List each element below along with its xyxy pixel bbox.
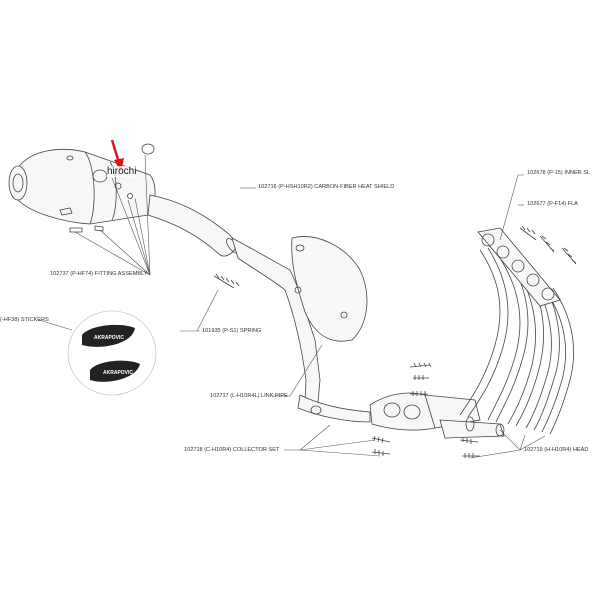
heat-shield xyxy=(291,236,368,342)
label-flange: 102677 (P-F14) FLA xyxy=(527,201,578,207)
label-spring: 101935 (P-S1) SPRING xyxy=(202,328,262,334)
leader-lines xyxy=(38,154,546,459)
collector xyxy=(369,392,505,439)
sticker-logo-bottom: AKRAPOVIC xyxy=(103,370,134,376)
springs xyxy=(213,225,577,458)
watermark-text: hirochi xyxy=(107,166,137,177)
label-inner-sleeve: 102678 (P-15) INNER SL xyxy=(527,170,591,176)
label-header: 102719 (H-H10R4) HEAD xyxy=(524,447,589,453)
sticker-logo-top: AKRAPOVIC xyxy=(94,335,125,341)
label-link-pipe: 102717 (L-H10R4L) LINK PIPE xyxy=(210,393,288,399)
stickers xyxy=(67,310,157,396)
link-pipe xyxy=(147,194,371,423)
muffler xyxy=(8,143,156,233)
label-fitting-assembly: 102737 (P-HF74) FITTING ASSEMBLY xyxy=(50,271,148,277)
label-stickers: (-HF38) STICKERS xyxy=(0,317,49,323)
label-heat-shield: 102716 (P-HSH10R2) CARBON-FIBER HEAT SHI… xyxy=(258,184,395,190)
label-collector-set: 102718 (C-H10R4) COLLECTOR SET xyxy=(184,447,280,453)
header-pipes xyxy=(459,227,575,435)
